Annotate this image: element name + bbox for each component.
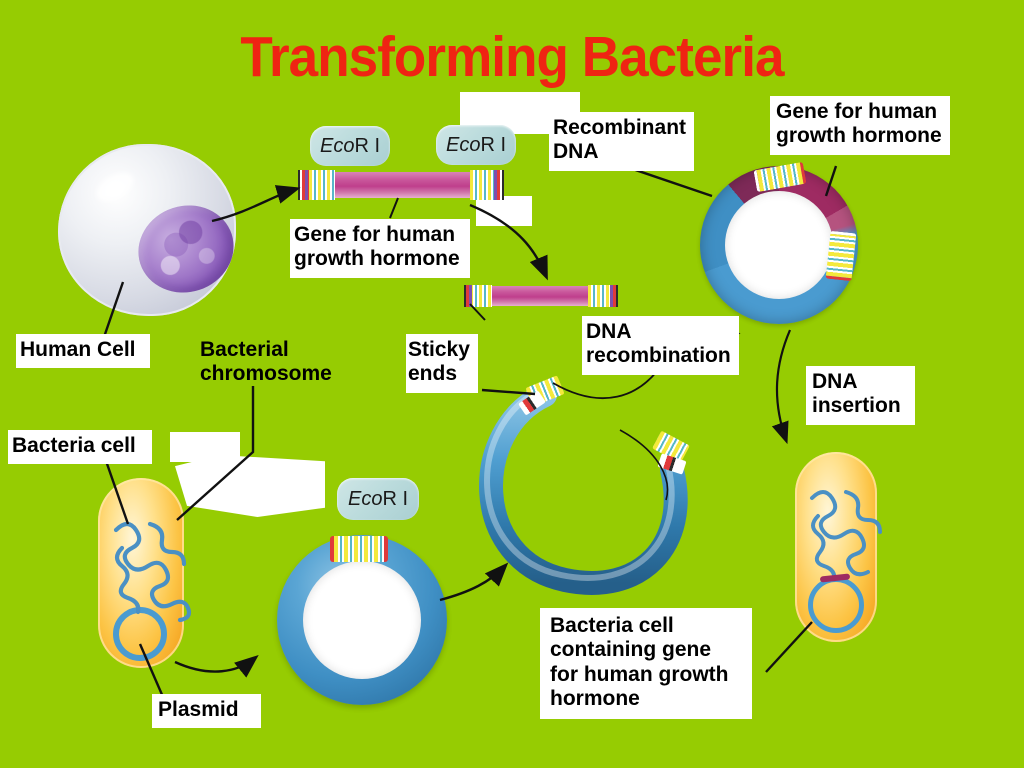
label-gene-right: Gene for human growth hormone bbox=[770, 96, 950, 155]
label-gene-left: Gene for human growth hormone bbox=[290, 219, 470, 278]
plasmid-restriction-site-stripes bbox=[330, 536, 388, 562]
arrow-plasmid-enlarge bbox=[174, 654, 259, 678]
eco-ri-suffix: R I bbox=[354, 134, 381, 157]
leader-transformed-bacteria bbox=[765, 621, 813, 673]
bacterial-plasmid bbox=[113, 607, 167, 661]
eco-ri-prefix: Eco bbox=[347, 487, 383, 510]
eco-ri-tag-2[interactable]: EcoR I bbox=[436, 125, 516, 165]
label-bacterial-chromosome: Bacterial chromosome bbox=[200, 338, 332, 386]
restriction-site-bands bbox=[298, 170, 308, 200]
plasmid-junction-stripes-right bbox=[825, 230, 857, 282]
restriction-site-bands bbox=[464, 285, 472, 307]
label-dna-insertion: DNA insertion bbox=[806, 366, 915, 425]
label-bacteria-cell: Bacteria cell bbox=[8, 430, 152, 465]
white-patch bbox=[175, 455, 325, 517]
leader-gene-left bbox=[389, 197, 399, 219]
arrow-plasmid-cut bbox=[439, 562, 509, 602]
label-bacteria-cell-containing-gene: Bacteria cell containing gene for human … bbox=[540, 608, 753, 720]
eco-ri-prefix: Eco bbox=[445, 133, 481, 156]
cut-open-plasmid-highlight bbox=[484, 387, 675, 581]
eco-ri-suffix: R I bbox=[480, 133, 507, 156]
sticky-end-stripes bbox=[588, 285, 610, 307]
restriction-site-bands bbox=[610, 285, 618, 307]
human-dna-fragment bbox=[330, 172, 470, 198]
eco-ri-tag-3[interactable]: EcoR I bbox=[337, 478, 419, 520]
page-title: Transforming Bacteria bbox=[240, 25, 784, 89]
cut-open-plasmid-tube bbox=[479, 383, 688, 595]
eco-ri-prefix: Eco bbox=[319, 134, 355, 157]
eco-ri-suffix: R I bbox=[382, 487, 409, 510]
label-plasmid: Plasmid bbox=[152, 694, 261, 729]
sticky-end-stripes bbox=[470, 170, 496, 200]
label-recombinant-dna: Recombinant DNA bbox=[549, 112, 695, 171]
excised-gene-fragment bbox=[492, 286, 588, 306]
sticky-end-stripes bbox=[470, 285, 492, 307]
intact-plasmid-lumen bbox=[303, 561, 421, 679]
restriction-site-bands bbox=[494, 170, 504, 200]
recombinant-plasmid-in-bacteria bbox=[808, 577, 864, 633]
label-dna-recombination: DNA recombination bbox=[582, 316, 739, 375]
label-human-cell: Human Cell bbox=[16, 334, 150, 369]
arrow-dna-insertion bbox=[771, 329, 792, 445]
label-sticky-ends: Sticky ends bbox=[406, 334, 478, 393]
sticky-end-stripes bbox=[306, 170, 335, 200]
eco-ri-tag-1[interactable]: EcoR I bbox=[310, 126, 390, 166]
recombinant-plasmid-lumen bbox=[725, 191, 833, 299]
white-patch bbox=[476, 196, 532, 226]
